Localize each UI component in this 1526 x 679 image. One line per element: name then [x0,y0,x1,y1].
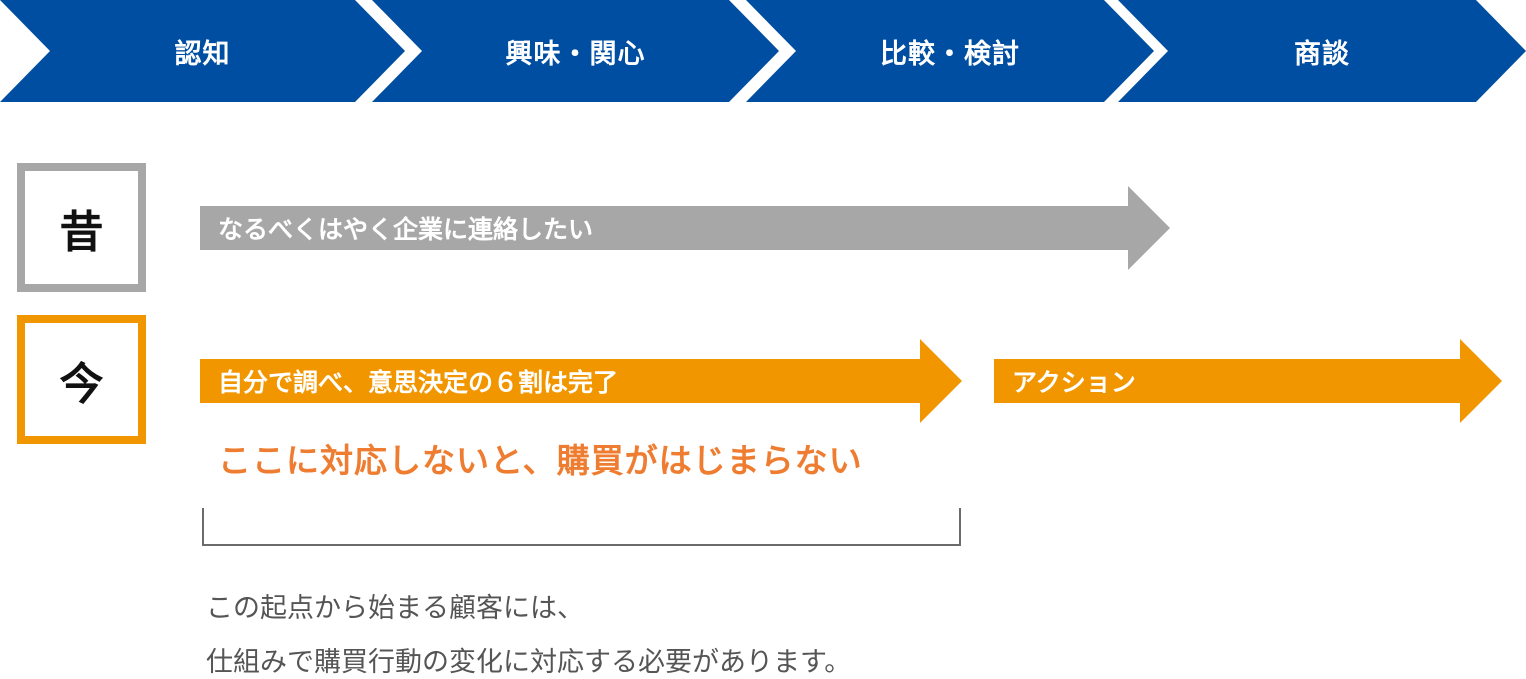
bracket [202,508,961,546]
era-now-box: 今 [17,315,146,444]
stage-comparison: 比較・検討 [746,0,1154,102]
stage-awareness-chevron [0,0,405,102]
past-arrow-label: なるべくはやく企業に連絡したい [218,215,594,244]
now-arrow-shape [200,339,962,423]
stage-negotiation-chevron [1118,0,1526,102]
stage-flow: 認知 興味・関心 比較・検討 商談 [0,0,1526,102]
emphasis-text: ここに対応しないと、購買がはじまらない [218,441,863,480]
stage-interest: 興味・関心 [372,0,779,102]
note-line-2: 仕組みで購買行動の変化に対応する必要があります。 [206,647,852,678]
stage-interest-label: 興味・関心 [505,38,646,70]
stage-negotiation-label: 商談 [1294,38,1350,70]
stage-awareness: 認知 [0,0,405,102]
past-arrow-shape [200,186,1170,270]
stage-comparison-label: 比較・検討 [880,38,1020,70]
now-arrow-label: 自分で調べ、意思決定の６割は完了 [218,368,619,397]
action-arrow-label: アクション [1012,368,1136,397]
now-arrow: 自分で調べ、意思決定の６割は完了 [200,339,962,423]
past-arrow: なるべくはやく企業に連絡したい [200,186,1170,270]
stage-comparison-chevron [746,0,1154,102]
stage-awareness-label: 認知 [174,38,231,70]
action-arrow-shape [994,339,1502,423]
note-line-1: この起点から始まる顧客には、 [206,593,584,624]
era-past-box: 昔 [17,163,146,292]
stage-interest-chevron [372,0,779,102]
action-arrow: アクション [994,339,1502,423]
stage-negotiation: 商談 [1118,0,1526,102]
